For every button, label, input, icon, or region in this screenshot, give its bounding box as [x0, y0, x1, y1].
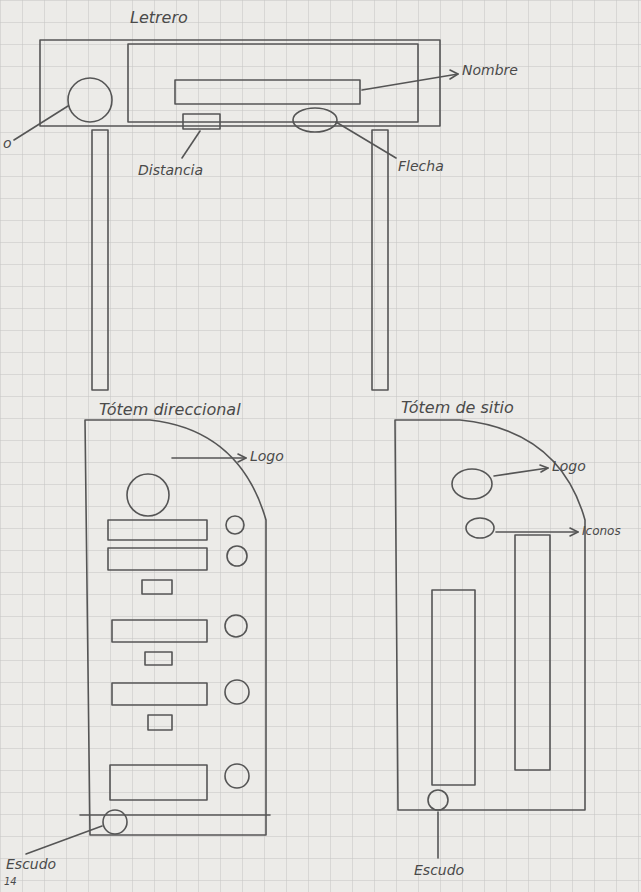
sketch-heading: Letrero — [130, 8, 188, 27]
callout-label: Distancia — [138, 162, 203, 178]
callout-label: Escudo — [6, 856, 56, 872]
callout-label: Logo — [250, 448, 284, 464]
sign-outline: Tótem direccional — [85, 420, 266, 835]
callout-label: o — [3, 135, 12, 151]
callout-label: Iconos — [582, 524, 621, 538]
callout-label: Nombre — [462, 62, 518, 78]
sketch-heading: Tótem de sitio — [401, 398, 514, 417]
sign-outline: Letrero — [40, 40, 440, 126]
sketch-heading: Tótem direccional — [99, 400, 241, 419]
callout-label: 14 — [4, 876, 17, 887]
callout-label: Flecha — [398, 158, 444, 174]
callout-label: Logo — [552, 458, 586, 474]
sign-outline: Tótem de sitio — [395, 420, 585, 810]
callout-label: Escudo — [414, 862, 464, 878]
